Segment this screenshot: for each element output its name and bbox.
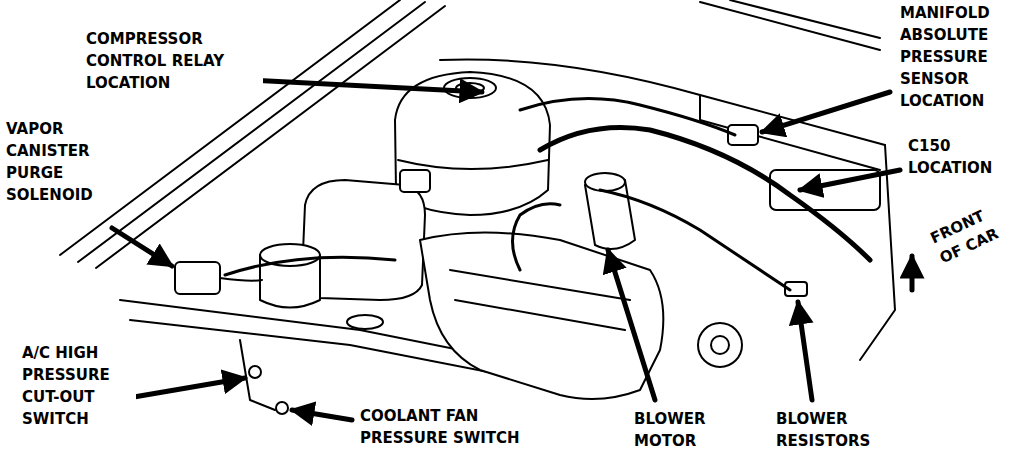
- bracket: [240, 340, 275, 410]
- bottle-cap: [400, 170, 430, 192]
- callout-label: A/C HIGH PRESSURE CUT-OUT SWITCH: [20, 342, 136, 430]
- wire-harness: [540, 128, 870, 261]
- callout-label: COMPRESSOR CONTROL RELAY LOCATION: [84, 28, 263, 94]
- callout-label: BLOWER MOTOR: [632, 408, 736, 452]
- wire: [225, 257, 395, 275]
- callout-label: MANIFOLD ABSOLUTE PRESSURE SENSOR LOCATI…: [898, 2, 992, 112]
- engine-block: [420, 233, 663, 400]
- leader-arrow: [112, 228, 172, 266]
- leader-arrow: [250, 80, 482, 92]
- callout-label: VAPOR CANISTER PURGE SOLENOID: [4, 118, 95, 206]
- direction-arrow: [910, 256, 915, 290]
- pulley: [698, 323, 742, 367]
- fan-switch: [276, 402, 288, 414]
- leader-arrow: [608, 250, 655, 400]
- leader-lines: [112, 80, 912, 420]
- purge-solenoid: [175, 262, 220, 294]
- leader-arrow: [798, 302, 812, 400]
- callout-label: BLOWER RESISTORS: [774, 408, 903, 452]
- hood-line: [700, 2, 880, 50]
- engine-detail: [455, 300, 625, 330]
- leader-arrow: [762, 92, 890, 132]
- wire-harness: [600, 190, 790, 290]
- line-art: [60, 0, 895, 414]
- leader-arrow: [800, 170, 900, 190]
- callout-label: COOLANT FAN PRESSURE SWITCH: [358, 405, 542, 449]
- leader-arrow: [292, 410, 352, 420]
- blower-motor-end: [585, 173, 625, 191]
- reservoir-seam: [398, 160, 548, 169]
- engine-detail: [450, 270, 630, 300]
- callout-label: FRONT OF CAR: [925, 195, 1020, 270]
- wire-harness: [520, 99, 735, 135]
- callout-label: C150 LOCATION: [906, 135, 994, 179]
- wire: [513, 204, 561, 270]
- fitting: [347, 315, 383, 329]
- hose: [220, 278, 262, 281]
- pressure-switch: [249, 366, 261, 378]
- leader-arrow: [128, 378, 245, 398]
- hood-line: [730, 0, 880, 38]
- pulley-hub: [711, 336, 729, 354]
